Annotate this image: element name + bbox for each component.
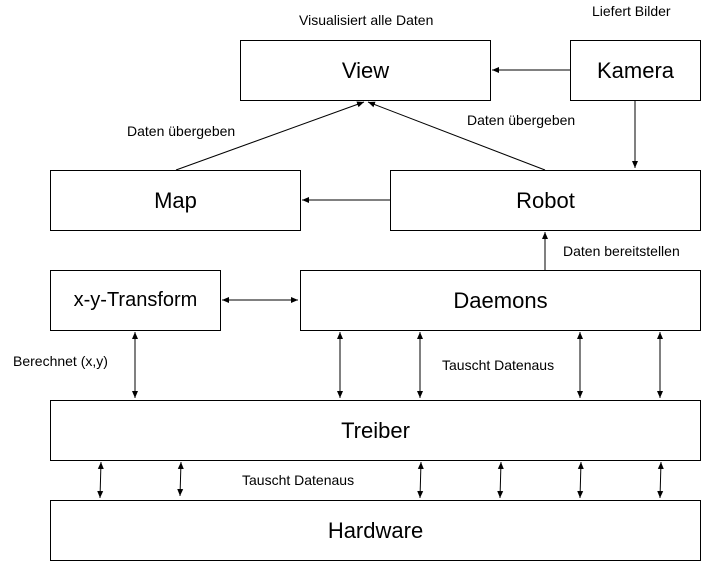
edge-treiber-hardware-2 <box>177 461 184 497</box>
label-liefert-bilder: Liefert Bilder <box>592 3 671 19</box>
label-tauscht-lower: Tauscht Datenaus <box>242 472 355 488</box>
edge-treiber-hardware-4 <box>497 461 504 499</box>
node-view: View <box>240 40 491 101</box>
node-robot: Robot <box>390 170 701 231</box>
node-treiber: Treiber <box>50 400 701 461</box>
label-berechnet: Berechnet (x,y) <box>13 353 108 369</box>
node-map: Map <box>50 170 301 231</box>
node-hardware: Hardware <box>50 500 701 561</box>
label-daten-uebergeben-right: Daten übergeben <box>467 112 576 128</box>
edge-treiber-hardware-6 <box>657 461 664 499</box>
edge-treiber-hardware-5 <box>577 461 584 499</box>
node-xy-transform: x-y-Transform <box>50 270 221 331</box>
label-daten-uebergeben-left: Daten übergeben <box>127 123 236 139</box>
label-visualisiert: Visualisiert alle Daten <box>299 12 434 28</box>
edge-map-to-view <box>175 101 365 171</box>
label-tauscht-upper: Tauscht Datenaus <box>442 357 555 373</box>
node-kamera: Kamera <box>570 40 701 101</box>
edge-treiber-hardware-1 <box>97 461 104 499</box>
edge-robot-to-view <box>367 101 546 171</box>
label-daten-bereitstellen: Daten bereitstellen <box>563 243 680 259</box>
node-daemons: Daemons <box>300 270 701 331</box>
edge-treiber-hardware-3 <box>417 461 424 499</box>
